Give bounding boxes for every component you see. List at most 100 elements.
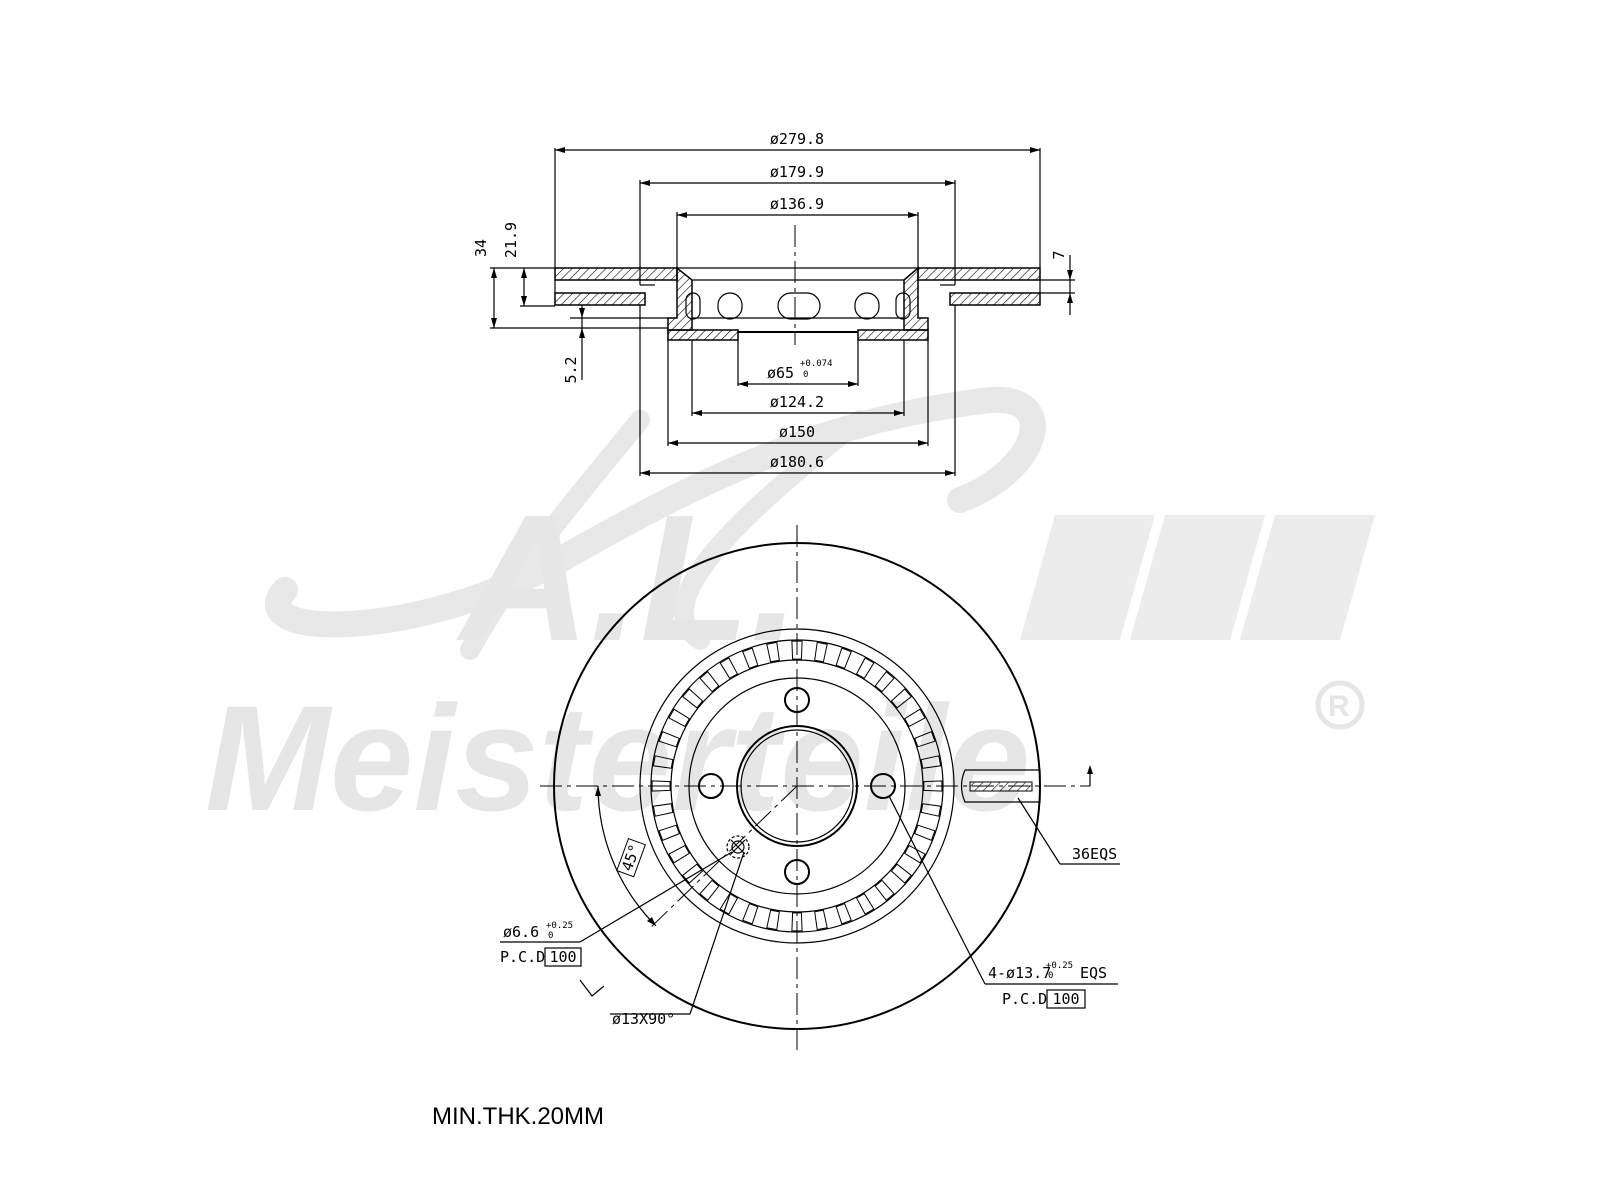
label-stud-hole-text: ø6.6: [503, 923, 539, 941]
vane-ring-outer: [650, 639, 944, 933]
cooling-vane: [814, 909, 828, 931]
chamfer-symbol: [579, 979, 605, 997]
dim-outer-diameter-text: ø279.8: [770, 130, 824, 148]
dim-total-height: 34: [472, 239, 668, 329]
vent-slots: [685, 292, 911, 320]
watermark-registered-circle: [1315, 680, 1365, 730]
cooling-vane: [699, 670, 720, 693]
label-bolt-pcd-label: P.C.D: [1002, 990, 1047, 1008]
label-bolt-holes-tol-upper: +0.25: [1046, 961, 1073, 971]
dim-hat-height-text: 21.9: [502, 222, 520, 258]
cooling-vane: [658, 731, 680, 748]
bolt-hole-right: [870, 773, 896, 799]
cooling-vane: [791, 640, 803, 660]
cooling-vane: [719, 657, 739, 679]
cooling-vane: [914, 824, 936, 841]
min-thickness-note: MIN.THK.20MM: [432, 1103, 604, 1130]
dim-inner-d3-text: ø180.6: [770, 453, 824, 471]
label-bolt-holes-suffix: EQS: [1080, 964, 1107, 982]
cooling-vane: [855, 893, 875, 915]
cooling-vane: [719, 893, 739, 915]
label-vane-count: 36EQS: [1017, 797, 1120, 865]
label-stud-hole: ø6.6 +0.25 0 P.C.D 100: [500, 851, 733, 967]
cooling-vane: [874, 670, 895, 693]
dim-plate-thickness-text: 7: [1050, 250, 1068, 259]
watermark-swoosh: [265, 386, 1046, 638]
dim-total-height-text: 34: [472, 239, 490, 257]
label-stud-pcd-value: 100: [549, 948, 576, 966]
stud-hole-chamfer: [726, 835, 750, 859]
hat-edge: [688, 677, 906, 895]
label-chamfer: ø13X90°: [579, 851, 745, 1028]
vane-ring-inner: [670, 659, 924, 913]
cooling-vane: [890, 688, 913, 709]
cooling-vane: [699, 879, 720, 902]
section-view: ø279.8 ø179.9 ø136.9 ø65 +0.074 0: [472, 130, 1075, 476]
watermark-logo-text: A.L.: [456, 478, 800, 679]
label-bolt-holes-text: 4-ø13.7: [988, 964, 1051, 982]
rotor-bottom-plate-right: [949, 292, 1041, 306]
center-bore-outer: [736, 725, 858, 847]
label-vane-count-text: 36EQS: [1072, 845, 1117, 863]
cooling-vane: [914, 731, 936, 748]
cooling-vane: [835, 647, 852, 669]
dim-inner-d1: ø124.2: [691, 340, 905, 416]
dim-plate-thickness: 7: [1040, 250, 1075, 315]
dim-offset-text: 5.2: [562, 356, 580, 383]
watermark-swoosh-2: [460, 410, 870, 660]
dim-outer-diameter: ø279.8: [554, 130, 1041, 268]
cooling-vane: [766, 909, 780, 931]
cooling-vane: [920, 803, 942, 817]
dim-center-bore: ø65 +0.074 0: [737, 340, 859, 387]
cooling-vane: [904, 844, 926, 864]
dim-inner-d3: ø180.6: [639, 305, 956, 476]
cooling-vane: [814, 641, 828, 663]
bolt-hole-left: [698, 773, 724, 799]
dim-friction-inner-text: ø179.9: [770, 163, 824, 181]
cooling-vane: [766, 641, 780, 663]
cooling-vane: [923, 780, 943, 792]
cooling-vane: [742, 647, 759, 669]
dim-hat-top-text: ø136.9: [770, 195, 824, 213]
watermark-registered-mark: R: [1328, 690, 1350, 723]
dim-hat-height: 21.9: [502, 222, 555, 307]
label-bolt-holes: 4-ø13.7 +0.25 0 EQS P.C.D 100: [888, 795, 1118, 1009]
rotor-top-plate-right: [917, 267, 1041, 281]
dim-friction-inner-diameter: ø179.9: [639, 163, 956, 285]
dim-inner-d1-text: ø124.2: [770, 393, 824, 411]
cooling-vane: [652, 755, 674, 769]
rotor-bottom-plate-left: [554, 292, 646, 306]
cooling-vane: [874, 879, 895, 902]
label-stud-pcd-label: P.C.D: [500, 948, 545, 966]
bolt-hole-top: [784, 687, 810, 713]
label-bolt-pcd-value: 100: [1052, 990, 1079, 1008]
cooling-vane: [791, 912, 803, 932]
stud-hole: [731, 840, 745, 854]
cooling-vanes: [651, 640, 943, 932]
bolt-hole-bottom: [784, 859, 810, 885]
watermark-stripes: [1020, 515, 1375, 640]
angle-text: 45°: [618, 842, 644, 874]
cooling-vane: [681, 863, 704, 884]
dim-center-bore-tol-upper: +0.074: [800, 359, 833, 369]
dim-center-bore-tol-lower: 0: [803, 370, 808, 380]
label-chamfer-text: ø13X90°: [612, 1010, 675, 1028]
center-bore-inner: [740, 729, 854, 843]
dim-inner-d2: ø150: [667, 330, 929, 446]
dim-center-bore-text: ø65: [767, 364, 794, 382]
angle-arc: [597, 785, 657, 927]
vane-detail: [960, 765, 1093, 803]
cooling-vane: [890, 863, 913, 884]
rotor-hub-face-right: [857, 329, 929, 341]
cooling-vane: [835, 903, 852, 925]
rotor-top-plate-left: [554, 267, 678, 281]
label-stud-hole-tol-lower: 0: [548, 931, 553, 941]
cooling-vane: [681, 688, 704, 709]
label-stud-hole-tol-upper: +0.25: [546, 921, 573, 931]
cooling-vane: [668, 844, 690, 864]
cooling-vane: [652, 803, 674, 817]
cooling-vane: [658, 824, 680, 841]
dim-inner-d2-text: ø150: [779, 423, 815, 441]
cooling-vane: [920, 755, 942, 769]
